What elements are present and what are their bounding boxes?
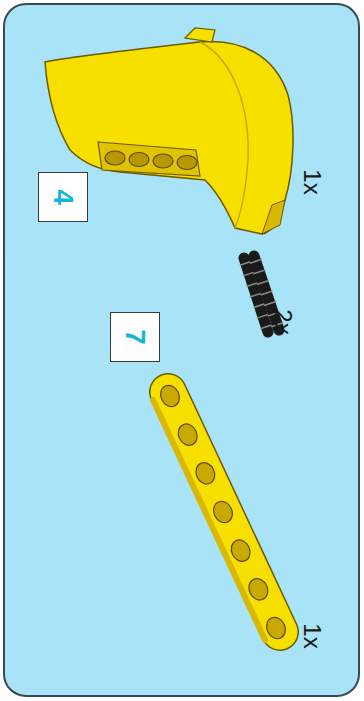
callout-box: 7 — [110, 312, 160, 362]
quantity-label: 1x — [300, 623, 324, 648]
step-number: 4 — [49, 189, 77, 205]
quantity-label: 1x — [300, 169, 324, 194]
step-number: 7 — [121, 329, 149, 345]
panel-ground — [4, 4, 359, 696]
callout-box: 4 — [38, 172, 88, 222]
beam-7 — [153, 382, 289, 642]
quantity-label: 2x — [271, 309, 295, 334]
